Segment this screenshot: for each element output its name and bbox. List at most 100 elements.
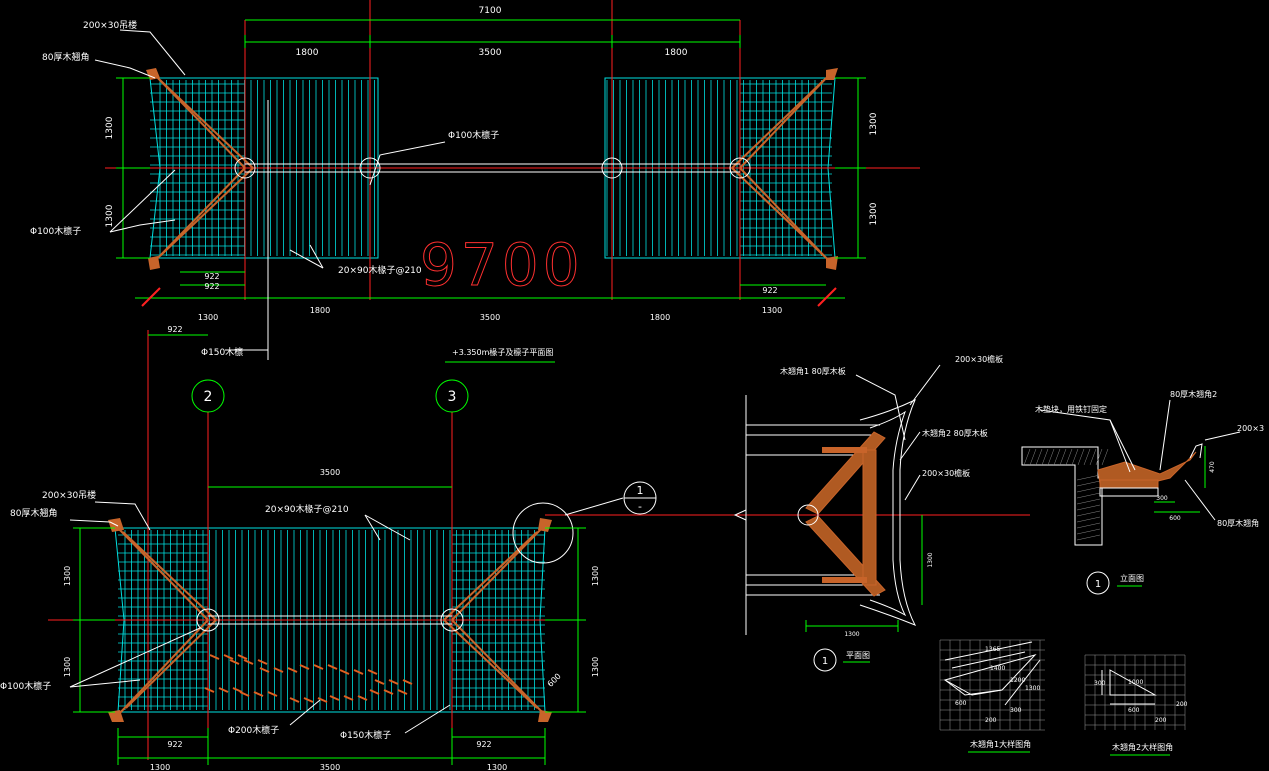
top-left-roof-outline (149, 77, 379, 259)
bottom-corner-label: 80厚木翘角 (10, 507, 57, 519)
bottom-dim-3500: 3500 (320, 468, 340, 477)
sample1-dim-1: 1365 (985, 646, 1000, 653)
purlin-dash-mark (257, 659, 268, 665)
detail-plan-title-num: 1 (822, 656, 828, 667)
wall-hatch-line (1077, 448, 1085, 466)
purlin-dash-mark (317, 697, 328, 703)
elev-dims (1154, 446, 1206, 513)
wall-hatch-line (1047, 448, 1055, 466)
top-bottom-dim-5: 1300 (762, 306, 782, 315)
corner-detail-elevation: 木垫块，用铁钉固定 80厚木翘角2 200×3 80厚木翘角 300 600 4… (1021, 389, 1264, 595)
bottom-purlin-circles (196, 608, 464, 632)
purlin-dash-mark (397, 689, 408, 695)
top-bottom-dim-4: 1800 (650, 313, 670, 322)
detail-rafters (746, 424, 880, 596)
sample1-dim-3: 1200 (1010, 677, 1025, 684)
top-ridge (245, 163, 740, 173)
top-purlin-label-right: Φ100木檩子 (448, 129, 499, 141)
wall-hatch-line (1023, 448, 1031, 466)
sample1-caption: 木翘角1大样图角 (970, 739, 1031, 749)
bottom-row-dim-1: 1300 (150, 763, 170, 771)
purlin-dash-mark (329, 695, 340, 701)
detail-plan-title-bubble (813, 648, 837, 672)
wall-hatch-line (1089, 448, 1097, 466)
top-left-dim-2: 1300 (105, 204, 115, 227)
purlin-dash-mark (383, 689, 394, 695)
purlin-dash-mark (367, 669, 378, 675)
top-corner-label: 80厚木翘角 (42, 51, 89, 63)
wall-hatch-line (1071, 448, 1079, 466)
purlin-dash-mark (287, 667, 298, 673)
axis-bubble-2 (191, 379, 225, 413)
bottom-purlin200-label: Φ200木檩子 (228, 724, 279, 736)
top-dimension-lines (116, 19, 866, 299)
elev-dim-a: 300 (1156, 495, 1168, 502)
corner2-sample-grid: 300 600 200 200 1000 木翘角2大样图角 (1084, 654, 1188, 756)
purlin-dash-mark (388, 679, 399, 685)
top-purlin-circles (234, 157, 751, 179)
detail-flare-outline (859, 398, 917, 626)
top-big-number: 9700 (420, 231, 584, 299)
detail-board-mid-label: 200×30檐板 (922, 468, 970, 478)
elev-wall-hatch (1023, 448, 1109, 541)
wall-hatch-line (1053, 448, 1061, 466)
wall-hatch-line (1059, 448, 1067, 466)
top-dim-3: 1800 (665, 48, 688, 58)
bottom-roof-plan: 2 3 1 (0, 325, 1030, 771)
bottom-dim-922: 922 (167, 325, 182, 334)
top-right-dim-2: 1300 (869, 202, 879, 225)
bottom-rafter-label: 20×90木椽子@210 (265, 503, 349, 515)
bottom-hanger-label: 200×30吊楼 (42, 489, 96, 501)
elev-title: 立面图 (1120, 573, 1144, 583)
sample2-shape (1109, 669, 1157, 696)
purlin-dash-mark (243, 659, 254, 665)
wall-hatch-line (1076, 480, 1101, 487)
sample1-inner (944, 679, 1003, 696)
bottom-right-dim-1: 1300 (591, 566, 600, 586)
detail-corner2-label: 木翘角2 80厚木板 (922, 428, 988, 438)
purlin-dash-mark (273, 667, 284, 673)
bottom-ridge (208, 615, 452, 625)
elev-title-bubble (1086, 571, 1110, 595)
bottom-left-dim-2: 1300 (63, 657, 72, 677)
elev-corner2-label: 80厚木翘角2 (1170, 389, 1217, 399)
wall-hatch-line (1076, 486, 1101, 493)
detail-corner1-label: 木翘角1 80厚木板 (780, 366, 846, 376)
wall-hatch-line (1076, 528, 1101, 535)
sample2-dim-4: 200 (1176, 701, 1188, 708)
purlin-dash-mark (343, 695, 354, 701)
top-small-dim-3: 922 (762, 286, 777, 295)
top-beam-label: Φ150木檩 (201, 346, 243, 358)
purlin-dash-mark (223, 654, 234, 660)
top-small-dim-1: 922 (204, 272, 219, 281)
detail-callout-leader (564, 497, 624, 516)
purlin-dash-mark (313, 664, 324, 670)
sample1-dim-2: 1400 (990, 665, 1005, 672)
wall-hatch-line (1029, 448, 1037, 466)
top-right-dim-1: 1300 (869, 112, 879, 135)
wall-hatch-line (1095, 448, 1103, 466)
top-rafter-label: 20×90木椽子@210 (338, 264, 422, 276)
detail-board-top-label: 200×30檐板 (955, 354, 1003, 364)
purlin-dash-mark (259, 667, 270, 673)
bottom-purlin150-label: Φ150木檩子 (340, 729, 391, 741)
bottom-dimension-lines (73, 334, 586, 765)
purlin-dash-mark (204, 687, 215, 693)
elev-dim-b: 600 (1169, 515, 1181, 522)
wall-hatch-line (1041, 448, 1049, 466)
wall-hatch-line (1076, 498, 1101, 505)
wall-hatch-line (1076, 474, 1101, 481)
sample1-dim-7: 1300 (1025, 685, 1040, 692)
bottom-dim-922-right: 922 (476, 740, 491, 749)
top-dimension-ticks (141, 287, 837, 307)
top-right-roof-outline (604, 77, 836, 259)
purlin-dash-mark (402, 679, 413, 685)
detail-purlin-circle (797, 504, 819, 526)
purlin-dash-mark (229, 659, 240, 665)
bottom-purlin-label: Φ100木檩子 (0, 680, 51, 692)
top-left-dim-1: 1300 (105, 116, 115, 139)
bottom-dim-922-left: 922 (167, 740, 182, 749)
purlin-dash-mark (339, 669, 350, 675)
top-roof-plan: 7100 1800 3500 1800 1300 1300 1300 1300 … (30, 0, 920, 363)
wall-hatch-line (1076, 492, 1101, 499)
